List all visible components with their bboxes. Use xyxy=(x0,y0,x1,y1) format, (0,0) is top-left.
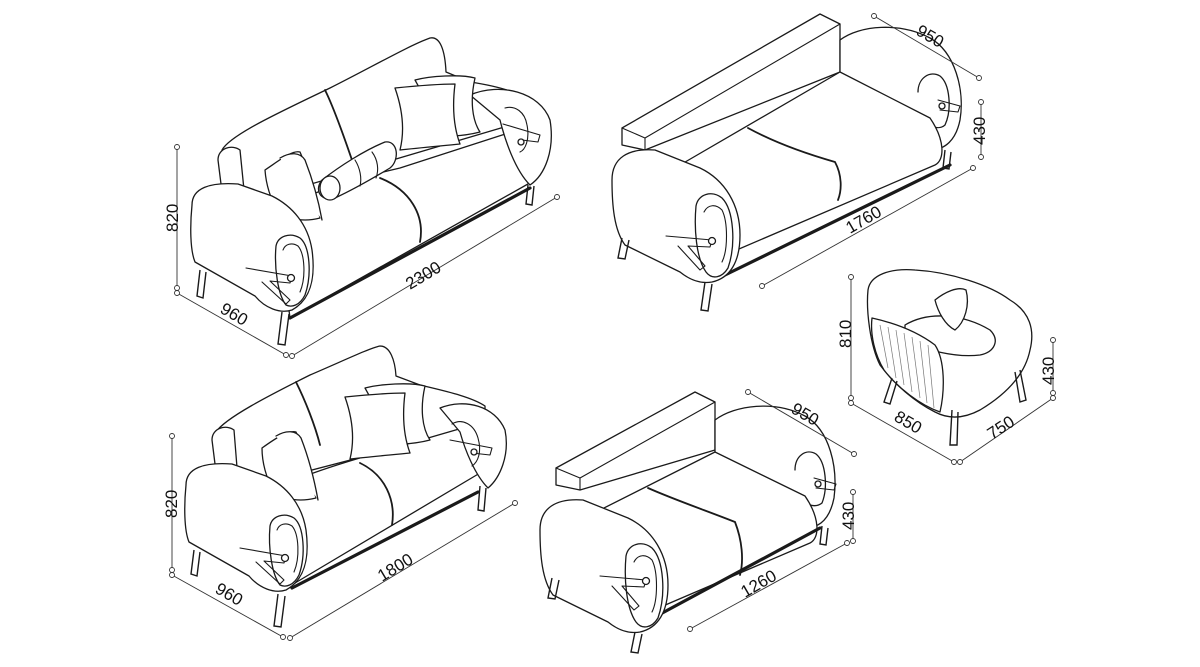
sofa1-leg-front-left xyxy=(196,269,207,299)
sofa1-height-dimension: 820 xyxy=(163,144,182,291)
sofa3-right-arm xyxy=(439,403,507,489)
sofa3-height-dimension: 820 xyxy=(162,433,181,573)
sofa1-pillow-square xyxy=(394,83,461,151)
armchair-leg-front-left xyxy=(883,377,898,405)
sofa4-leg-front-left xyxy=(547,577,560,600)
sofa-2-seat-back-view: 950 430 1260 xyxy=(539,389,858,654)
armchair-seat-height-label: 430 xyxy=(1039,357,1058,385)
armchair-height-label: 810 xyxy=(836,320,855,348)
armchair-height-dimension: 810 xyxy=(836,274,855,401)
sofa1-leg-back-right xyxy=(525,184,535,206)
armchair-width-label: 750 xyxy=(984,412,1018,443)
sofa1-leg-front-right xyxy=(277,311,290,346)
sofa1-height-label: 820 xyxy=(163,204,182,232)
sofa1-width-label: 2300 xyxy=(402,258,444,294)
sofa3-height-label: 820 xyxy=(162,490,181,518)
sofa2-leg-front-right xyxy=(700,281,713,312)
sofa3-leg-front-left xyxy=(190,549,201,577)
sofa4-seat-height-dimension: 430 xyxy=(839,489,858,544)
sofa2-seat xyxy=(679,71,943,256)
sofa2-seat-height-dimension: 430 xyxy=(970,99,989,160)
armchair-view: 810 430 850 750 xyxy=(836,269,1058,465)
sofa-3-seat-front-view: 820 960 2300 xyxy=(163,37,560,359)
sofa2-seat-height-label: 430 xyxy=(970,117,989,145)
sofa3-width-label: 1800 xyxy=(374,550,416,586)
armchair-pillow xyxy=(934,288,969,331)
sofa4-leg-front-right xyxy=(630,631,643,654)
armchair-leg-back-right xyxy=(1014,369,1027,403)
armchair-leg-front-right xyxy=(949,409,959,446)
sofa3-leg-front-right xyxy=(273,593,286,628)
sofa4-seat-height-label: 430 xyxy=(839,502,858,530)
sofa3-leg-back-right xyxy=(477,485,487,512)
armchair-seat-height-dimension: 430 xyxy=(1039,337,1058,396)
sofa2-leg-back-right xyxy=(942,149,952,170)
sofa3-depth-label: 960 xyxy=(212,579,246,610)
sofa1-right-arm xyxy=(469,88,552,186)
sofa3-pillow-square xyxy=(344,392,411,460)
sofa-2-seat-front-view: 820 960 1800 xyxy=(162,345,518,641)
armchair-depth-label: 850 xyxy=(891,407,925,438)
sofa4-leg-back-right xyxy=(819,525,829,546)
sofa2-leg-front-left xyxy=(617,237,630,260)
sofa-3-seat-back-view: 950 430 1760 xyxy=(611,13,989,312)
sofa1-depth-label: 960 xyxy=(217,299,251,330)
